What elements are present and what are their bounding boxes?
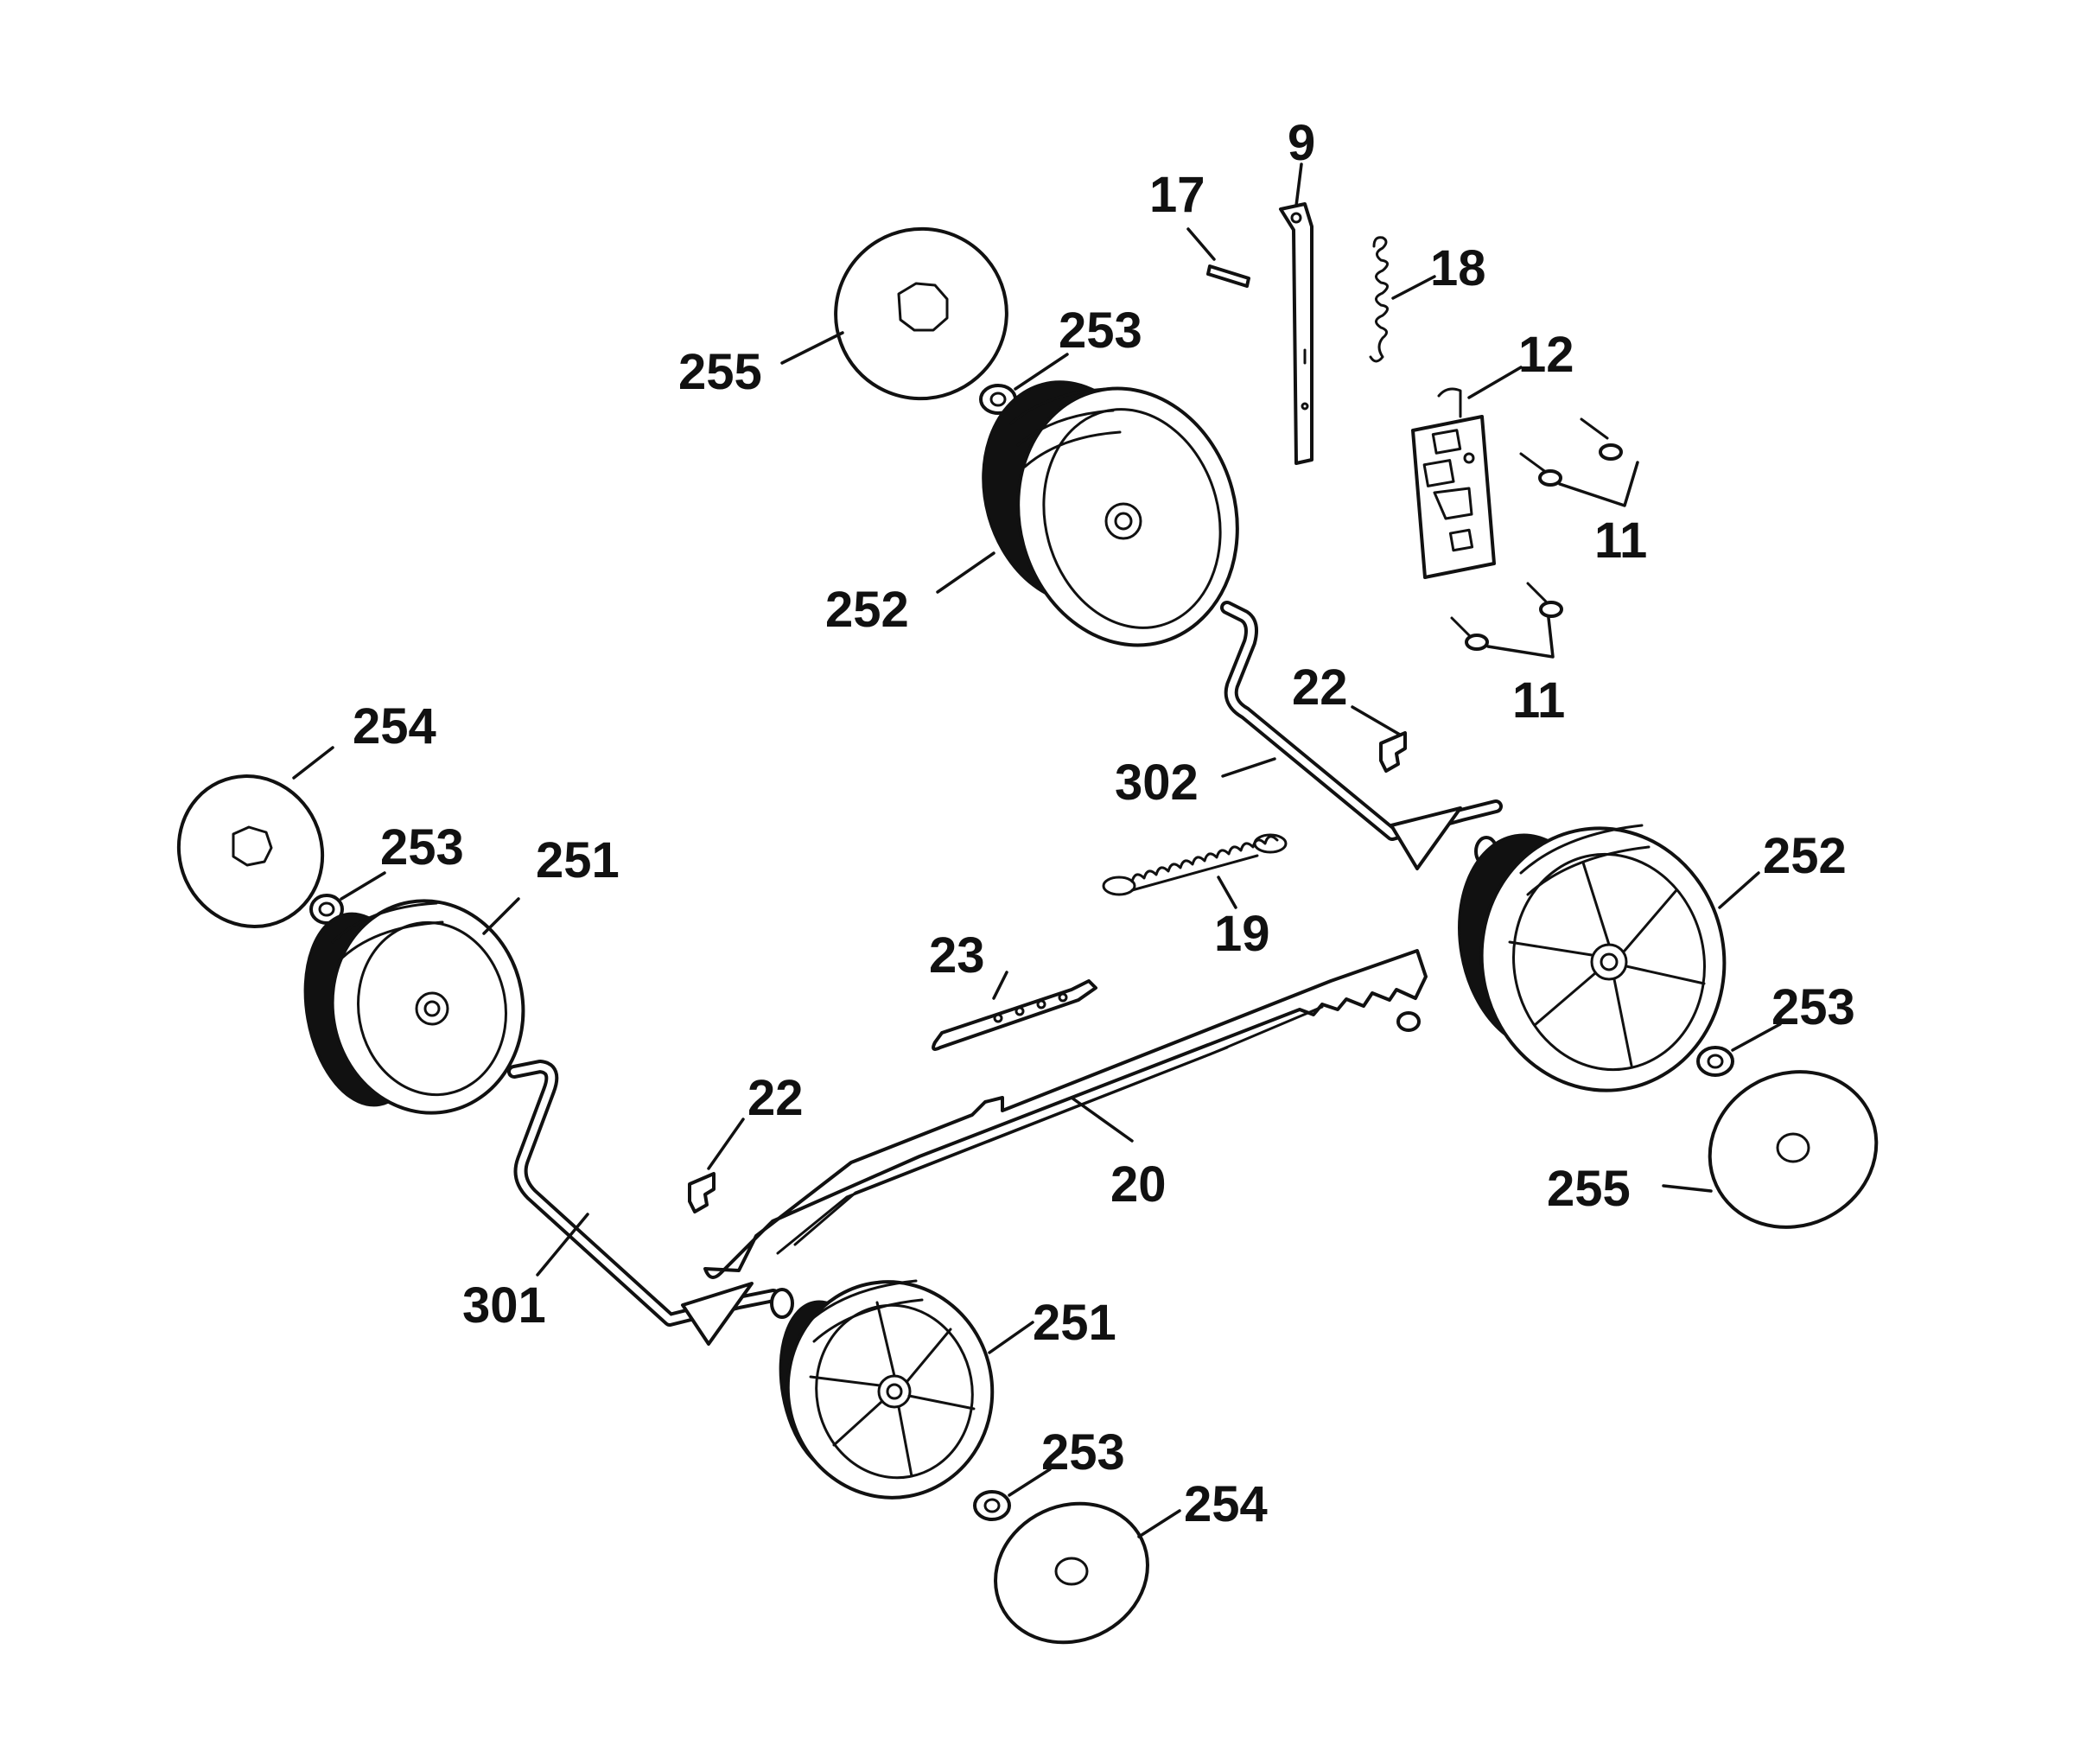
- part-18-spring: [1369, 236, 1389, 363]
- callout-302: 302: [1115, 755, 1199, 811]
- callout-254-lower: 254: [1184, 1476, 1268, 1532]
- part-22-clip-upper: [1379, 731, 1407, 773]
- part-254-hubcap-lower: [994, 1501, 1149, 1645]
- part-255-hubcap-top: [834, 226, 1008, 401]
- callout-253-left: 253: [380, 819, 464, 876]
- callout-255-top: 255: [678, 344, 762, 400]
- callout-253-top: 253: [1059, 302, 1142, 359]
- part-17-pin: [1206, 264, 1250, 288]
- part-12-plate: [1411, 387, 1496, 579]
- callout-252-top: 252: [825, 582, 909, 638]
- part-251-wheel-lower: [779, 1279, 995, 1500]
- callout-253-lower: 253: [1041, 1424, 1125, 1481]
- part-11-screws-lower: [1450, 582, 1563, 651]
- part-20-bar: [703, 949, 1428, 1279]
- callout-22-lower: 22: [747, 1070, 804, 1126]
- callout-12: 12: [1518, 327, 1574, 383]
- callout-20: 20: [1110, 1156, 1167, 1213]
- callout-11-lower: 11: [1512, 672, 1565, 729]
- callout-251-lower: 251: [1033, 1295, 1116, 1351]
- part-11-screws-upper: [1519, 417, 1623, 487]
- callout-252-right: 252: [1763, 828, 1847, 884]
- part-251-wheel-left: [303, 899, 525, 1115]
- callout-255-right: 255: [1547, 1161, 1631, 1217]
- part-254-hubcap-left: [176, 774, 325, 928]
- callout-301: 301: [462, 1277, 546, 1334]
- part-302-axle-rod: [1220, 601, 1503, 870]
- part-19-spring: [1102, 833, 1288, 896]
- callout-22-upper: 22: [1292, 659, 1348, 716]
- callout-251-left: 251: [536, 832, 620, 888]
- callout-254-left: 254: [353, 698, 436, 755]
- part-253-washer-lower: [973, 1490, 1011, 1521]
- callout-11-upper: 11: [1594, 513, 1647, 569]
- part-22-clip-lower: [688, 1172, 716, 1213]
- callout-253-right: 253: [1771, 979, 1855, 1035]
- callout-23: 23: [929, 927, 985, 984]
- callout-9: 9: [1288, 115, 1315, 171]
- part-23-strip: [932, 979, 1097, 1051]
- part-253-washer-right: [1696, 1046, 1734, 1077]
- part-9-strip: [1279, 202, 1313, 465]
- part-252-wheel-right: [1458, 824, 1727, 1092]
- part-255-hubcap-right: [1708, 1070, 1879, 1229]
- callout-19: 19: [1214, 906, 1270, 962]
- callout-17: 17: [1149, 167, 1205, 223]
- part-252-wheel-top: [982, 380, 1239, 647]
- callout-18: 18: [1430, 240, 1486, 296]
- part-301-axle-rod: [507, 1060, 794, 1346]
